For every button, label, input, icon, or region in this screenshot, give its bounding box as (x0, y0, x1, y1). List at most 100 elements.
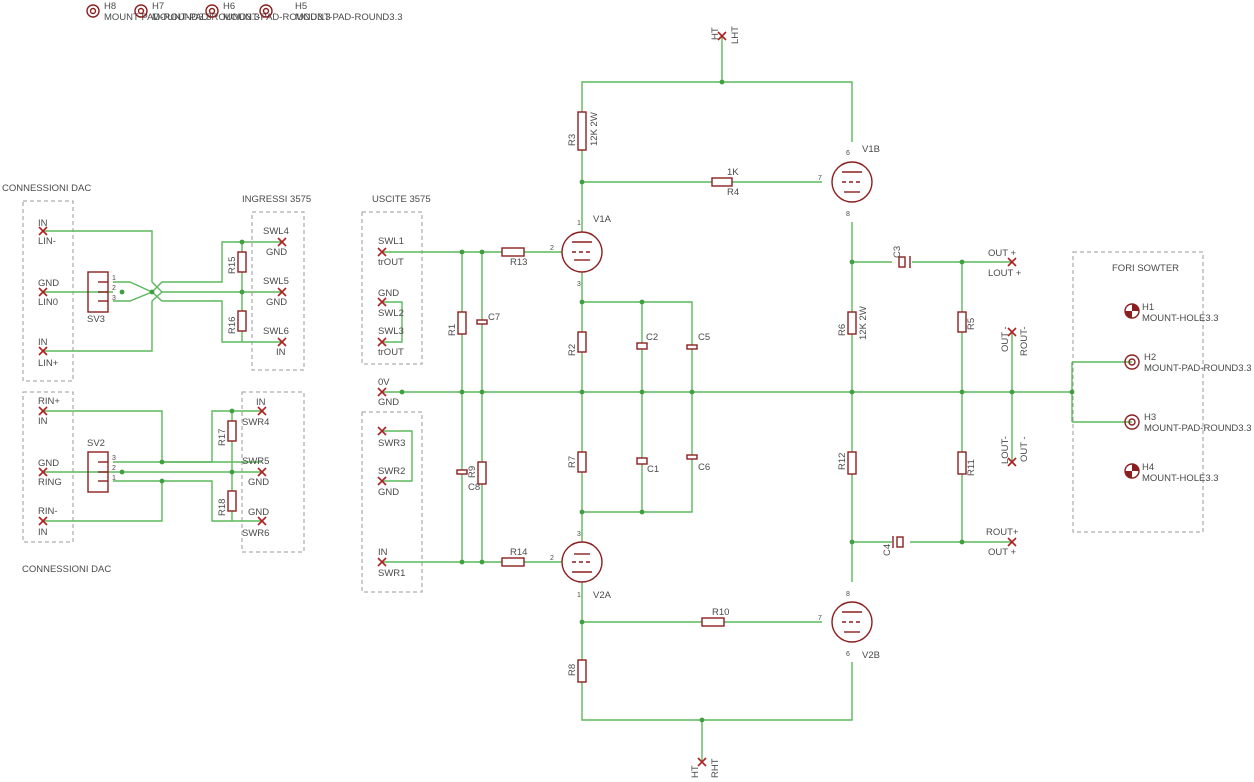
pad-swr4: IN SWR4 (242, 397, 269, 428)
capacitor-c6-ref: C6 (698, 462, 710, 473)
sv3-ref: SV3 (87, 314, 105, 325)
resistor-r17: R17 (217, 420, 237, 446)
capacitor-c2: C2 (636, 332, 658, 350)
resistor-r11-ref: R11 (966, 459, 977, 476)
pad-swr6: GND SWR6 (242, 507, 269, 539)
resistor-r4-ref: R4 (727, 187, 739, 198)
resistor-r16-ref: R16 (227, 317, 238, 334)
resistor-r3-value: 12K 2W (589, 112, 600, 146)
fori-hole-h4-value: MOUNT-HOLE3.3 (1142, 473, 1219, 484)
resistor-r8-ref: R8 (567, 664, 578, 676)
resistor-r10: R10 (701, 607, 729, 627)
x-mark (38, 467, 48, 477)
sv3-pin-1: 1 (112, 275, 116, 282)
pad-lin0-net: LIN0 (38, 297, 58, 308)
tube-v2b-pin-7: 7 (818, 615, 822, 622)
capacitor-c4: C4 (882, 536, 904, 556)
pad-rin-minus-name: RIN- (38, 506, 58, 517)
resistor-r18: R18 (217, 490, 237, 516)
resistor-r15-ref: R15 (227, 257, 238, 274)
fori-hole-h4-ref: H4 (1142, 462, 1154, 473)
resistor-r12-ref: R12 (837, 453, 848, 470)
capacitor-c3: C3 (892, 246, 911, 268)
sv3-connector: 1 2 3 SV3 (87, 271, 116, 325)
mount-hole-h7: H7 MOUNT-PAD-ROUND3.3 (134, 1, 260, 23)
pad-0v-name: 0V (378, 377, 390, 388)
pad-swr2-net: GND (378, 487, 399, 498)
resistor-r7-ref: R7 (567, 456, 578, 468)
resistor-r1-ref: R1 (447, 324, 458, 336)
fori-hole-h3-value: MOUNT-PAD-ROUND3.3 (1144, 423, 1252, 434)
frame-uscite-bottom (361, 411, 423, 593)
tube-v2a: 3 2 1 V2A (550, 531, 612, 601)
capacitor-c1-ref: C1 (647, 464, 659, 475)
x-mark (377, 297, 387, 307)
pad-lin-minus-net: LIN- (38, 236, 56, 247)
pad-swl2-net: SWL2 (378, 308, 404, 319)
resistor-r4-value: 1K (727, 167, 739, 178)
mount-hole-h6: H6 MOUNT-PAD-ROUND3.3 (205, 1, 331, 23)
pad-swl6-name: SWL6 (263, 326, 289, 337)
pad-swl3-name: SWL3 (378, 326, 404, 337)
pad-out-plus-top: OUT + LOUT + (988, 248, 1022, 279)
x-mark (377, 387, 387, 397)
pad-swl3-net: trOUT (378, 347, 404, 358)
tube-v1b-ref: V1B (862, 144, 880, 155)
capacitor-c5: C5 (686, 332, 710, 350)
pad-ht-bottom: HT RHT (690, 758, 721, 778)
tube-v1b-pin-6: 6 (846, 150, 850, 157)
capacitor-c7: C7 (476, 312, 500, 325)
pad-rin-minus-net: IN (38, 527, 48, 538)
pad-lout-minus: LOUT- OUT - (1000, 436, 1030, 464)
pad-swr5-name: SWR5 (242, 456, 269, 467)
x-mark (377, 247, 387, 257)
frame-title-uscite: USCITE 3575 (372, 194, 431, 205)
pad-swr1-net: SWR1 (378, 568, 405, 579)
pad-lin-plus-net: LIN+ (38, 358, 59, 369)
pad-lout-minus-net: OUT - (1019, 436, 1030, 462)
x-mark (257, 467, 267, 477)
fori-hole-h1: H1 MOUNT-HOLE3.3 (1124, 302, 1219, 324)
pad-swl6-net: IN (276, 347, 286, 358)
capacitor-c1: C1 (636, 457, 659, 475)
tube-v2a-pin-3: 3 (577, 531, 581, 538)
capacitor-c5-ref: C5 (698, 332, 710, 343)
resistor-r3: R3 12K 2W (567, 111, 600, 151)
x-mark (1007, 457, 1017, 467)
fori-hole-h3: H3 MOUNT-PAD-ROUND3.3 (1124, 412, 1252, 434)
mount-hole-h8: H8 MOUNT-PAD-ROUND3.3 (86, 1, 212, 23)
x-mark (38, 406, 48, 416)
fori-hole-h1-value: MOUNT-HOLE3.3 (1142, 313, 1219, 324)
frame-connessioni-top (22, 200, 74, 382)
resistor-r15: R15 (227, 251, 247, 274)
tube-v1b: 6 7 8 V1B (818, 144, 880, 218)
x-mark (377, 476, 387, 486)
x-mark (38, 516, 48, 526)
capacitor-c8: C8 (456, 469, 480, 493)
pad-out-plus-top-name: OUT + (988, 248, 1017, 259)
pad-lout-minus-name: LOUT- (1000, 436, 1011, 464)
resistor-r14-ref: R14 (510, 547, 527, 558)
mount-hole-h7-value: MOUNT-PAD-ROUND3.3 (152, 12, 260, 23)
sv3-pin-3: 3 (112, 295, 116, 302)
pad-ring-net: RING (38, 477, 62, 488)
pad-lin0-name: GND (38, 278, 59, 289)
x-mark (257, 516, 267, 526)
resistor-r9: R9 (467, 461, 487, 485)
pad-ht-bottom-name: HT (690, 765, 701, 778)
left-wiring (43, 230, 282, 522)
frame-title-ingressi: INGRESSI 3575 (242, 194, 311, 205)
resistor-r17-ref: R17 (217, 429, 228, 446)
x-mark (38, 226, 48, 236)
pad-ht-top-name: HT (710, 27, 721, 40)
capacitor-c4-ref: C4 (882, 544, 893, 556)
frame-title-fori: FORI SOWTER (1112, 263, 1179, 274)
pad-swr2-name: SWR2 (378, 466, 405, 477)
resistor-r6: R6 12K 2W (837, 306, 869, 340)
frame-title-connessioni-top: CONNESSIONI DAC (2, 183, 91, 194)
capacitor-c8-ref: C8 (468, 482, 480, 493)
pad-swl5-name: SWL5 (263, 276, 289, 287)
pad-swl6: SWL6 IN (263, 326, 289, 358)
resistor-r4: 1K R4 (711, 167, 739, 198)
pad-rout-minus-name: OUT - (1000, 326, 1011, 352)
